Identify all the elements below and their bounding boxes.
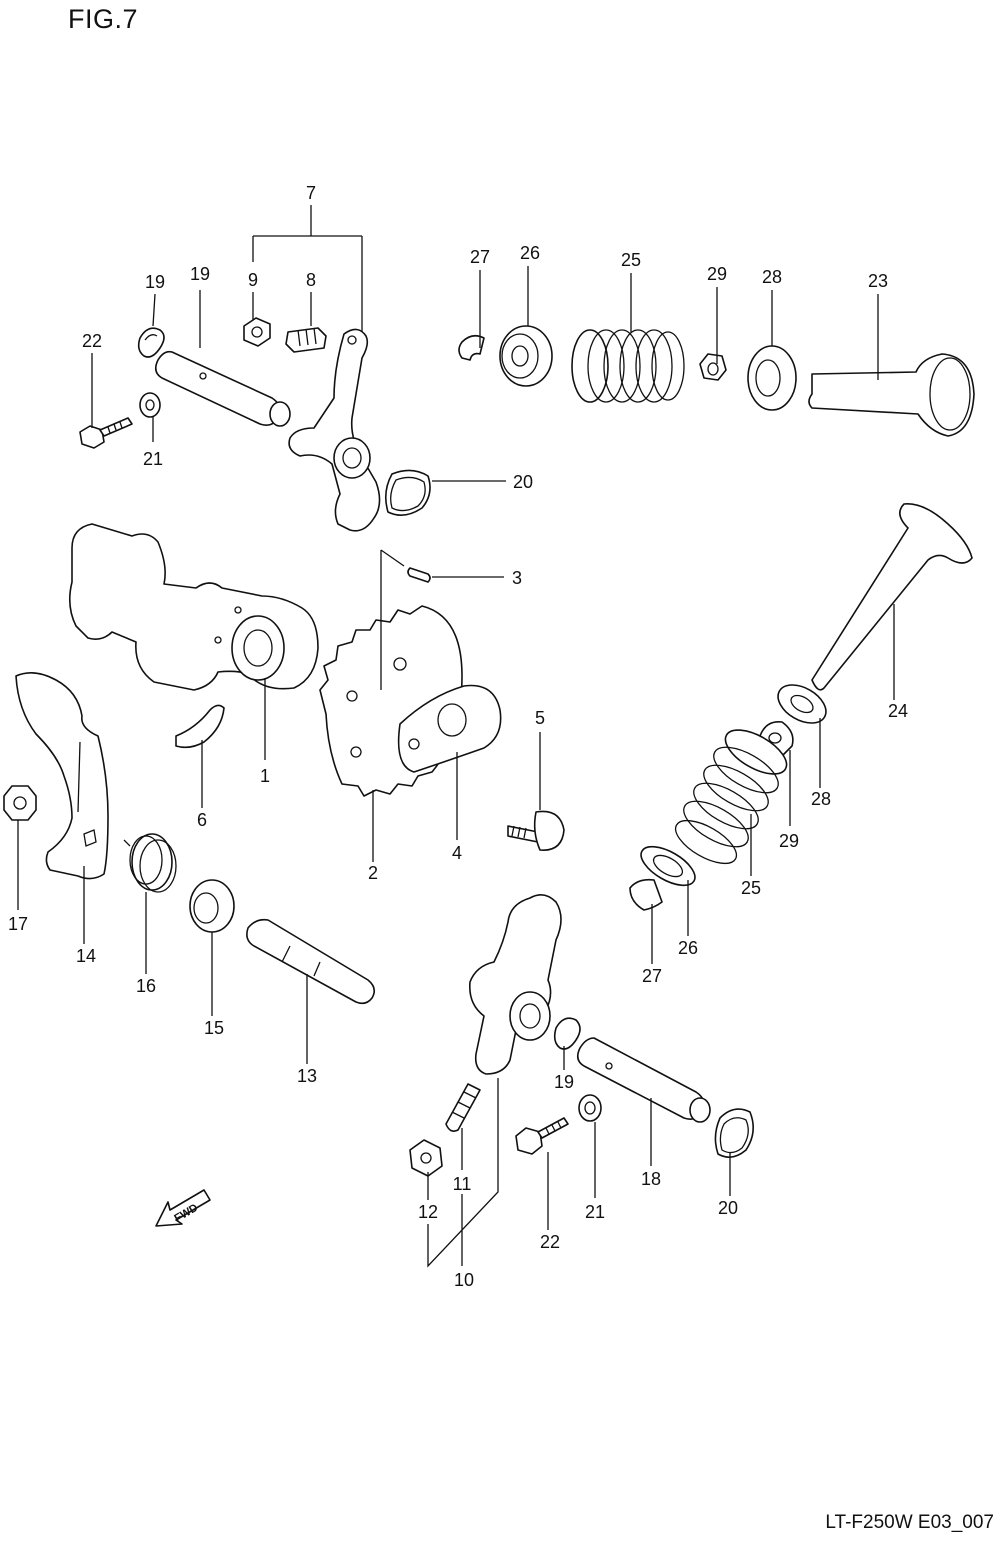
part-17-nut [3, 785, 37, 821]
callout-24: 24 [888, 701, 908, 721]
figure-code: LT-F250W E03_007 [825, 1512, 994, 1533]
callout-11: 11 [453, 1174, 472, 1194]
callout-10: 10 [454, 1270, 474, 1290]
part-18-rocker-shaft-lower [576, 1037, 711, 1123]
part-26-spring-retainer-upper [499, 325, 553, 387]
callout-25-upper: 25 [621, 250, 641, 270]
callout-21-upper: 21 [143, 449, 163, 469]
callout-20-lower: 20 [718, 1198, 738, 1218]
callout-labels: 7 9 8 19 19 22 21 27 26 25 29 28 23 20 3… [8, 183, 908, 1290]
callout-14: 14 [76, 946, 96, 966]
callout-18: 18 [641, 1169, 661, 1189]
callout-23: 23 [868, 271, 888, 291]
callout-5: 5 [535, 708, 545, 728]
part-5-sprocket-bolt [507, 810, 565, 851]
callout-7: 7 [306, 183, 316, 203]
callout-19-lower: 19 [554, 1072, 574, 1092]
part-27-cotter-lower [629, 878, 663, 911]
part-20-oring-upper [384, 469, 431, 516]
callout-29-lower: 29 [779, 831, 799, 851]
callout-27-lower: 27 [642, 966, 662, 986]
leader-lines [17, 205, 895, 1268]
part-28-spring-seat-upper [747, 345, 797, 411]
callout-28-lower: 28 [811, 789, 831, 809]
callout-2: 2 [368, 863, 378, 883]
fwd-arrow: FWD [155, 1189, 211, 1227]
part-19-circlip-upper [137, 327, 165, 358]
part-22-bolt-upper [79, 417, 133, 449]
callout-22-lower: 22 [540, 1232, 560, 1252]
callout-16: 16 [136, 976, 156, 996]
part-3-pin [407, 567, 431, 583]
callout-26-lower: 26 [678, 938, 698, 958]
part-16-spring [123, 833, 177, 893]
part-27-cotter-upper [458, 334, 485, 361]
part-4-plate [397, 684, 502, 773]
part-29-valve-stem-seal-upper [699, 353, 727, 381]
part-19-circlip-lower [553, 1017, 581, 1050]
callout-3: 3 [512, 568, 522, 588]
part-24-exhaust-valve [811, 503, 973, 691]
part-6-decomp-weight [175, 704, 225, 749]
callout-25-lower: 25 [741, 878, 761, 898]
callout-1: 1 [260, 766, 270, 786]
callout-15: 15 [204, 1018, 224, 1038]
part-21-washer-lower [578, 1094, 602, 1122]
part-11-adjuster-screw-lower [445, 1083, 481, 1132]
part-8-adjuster-screw-upper [285, 327, 327, 353]
part-10-rocker-arm-lower [468, 894, 562, 1075]
part-7-rocker-arm-upper [288, 328, 381, 532]
part-14-tensioner-arm [15, 672, 109, 880]
part-20-oring-lower [714, 1108, 754, 1158]
callout-12: 12 [418, 1202, 438, 1222]
callout-13: 13 [297, 1066, 317, 1086]
part-1-camshaft [68, 523, 319, 691]
part-25-valve-spring-upper [571, 329, 685, 403]
part-28-spring-seat-lower [777, 684, 827, 724]
callout-19-upper-shaft: 19 [190, 264, 210, 284]
part-13-tensioner-shaft [246, 918, 376, 1005]
callout-29-upper: 29 [707, 264, 727, 284]
figure-title: FIG.7 [68, 4, 139, 34]
callout-26-upper: 26 [520, 243, 540, 263]
callout-17: 17 [8, 914, 28, 934]
part-9-locknut-upper [243, 317, 271, 347]
callout-21-lower: 21 [585, 1202, 605, 1222]
callout-28-upper: 28 [762, 267, 782, 287]
callout-9: 9 [248, 270, 258, 290]
part-22-bolt-lower [515, 1117, 569, 1155]
part-26-spring-retainer-lower [640, 845, 696, 887]
callout-8: 8 [306, 270, 316, 290]
part-23-intake-valve [808, 353, 975, 437]
part-15-bushing [189, 879, 235, 933]
callout-27-upper: 27 [470, 247, 490, 267]
part-19-rocker-shaft-upper [154, 350, 291, 427]
part-21-washer-upper [139, 392, 161, 418]
part-12-locknut-lower [409, 1139, 443, 1177]
callout-6: 6 [197, 810, 207, 830]
part-25-valve-spring-lower [674, 729, 788, 865]
callout-22-upper: 22 [82, 331, 102, 351]
callout-19-upper-clip: 19 [145, 272, 165, 292]
callout-20-upper: 20 [513, 472, 533, 492]
callout-4: 4 [452, 843, 462, 863]
